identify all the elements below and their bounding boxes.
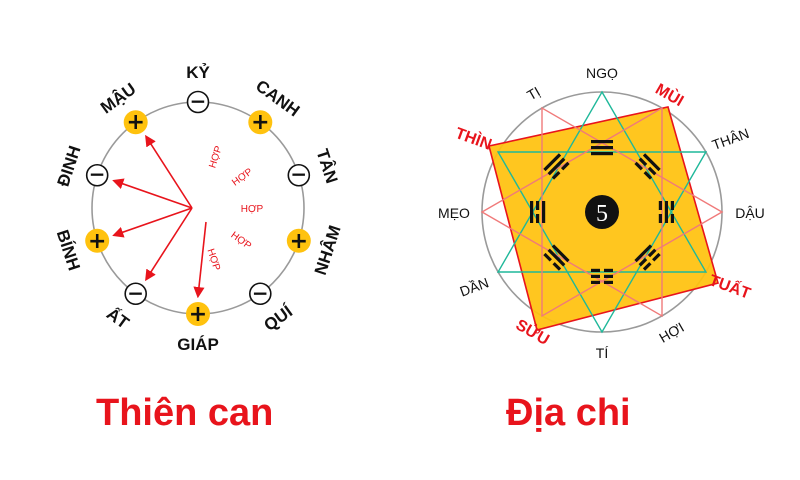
polarity-sign: + xyxy=(251,110,269,135)
stem-8: −ĐINH xyxy=(54,143,109,189)
thien-can-nodes: −KỶ+CANH−TÂN+NHÂM−QUÍ+GIÁP−ẤT+BÍNH−ĐINH+… xyxy=(53,63,345,354)
polarity-sign: + xyxy=(88,229,106,254)
branch-label: THÌN xyxy=(453,123,495,154)
stem-2: −TÂN xyxy=(287,147,341,187)
hop-label: HỢP xyxy=(241,204,264,215)
center-number: 5 xyxy=(596,201,608,227)
minus-badge xyxy=(186,90,210,114)
polarity-sign: − xyxy=(190,89,207,113)
branch-label: DẬU xyxy=(735,205,765,221)
hop-label: HỢP xyxy=(205,247,223,272)
thien-can-hop-labels: HỢP HỢP HỢP HỢP HỢP xyxy=(205,144,264,272)
minus-badge xyxy=(85,163,109,187)
stem-label: GIÁP xyxy=(177,335,219,354)
branch-label: TUẤT xyxy=(707,270,754,303)
arrow-2 xyxy=(112,207,193,238)
trigram-1 xyxy=(634,153,661,180)
thien-can-caption: Thiên can xyxy=(96,392,274,434)
arrow-0 xyxy=(145,134,193,209)
stem-label: QUÍ xyxy=(260,301,297,335)
plus-badge xyxy=(248,110,273,135)
hop-label: HỢP xyxy=(228,230,253,252)
polarity-sign: + xyxy=(189,302,207,327)
stem-6: −ẤT xyxy=(103,281,147,333)
arrow-3 xyxy=(145,207,193,282)
arrow-1 xyxy=(112,178,193,209)
stem-3: +NHÂM xyxy=(286,223,345,277)
triangle-red-2 xyxy=(480,106,663,318)
minus-badge xyxy=(124,282,147,306)
arrow-4 xyxy=(193,221,207,299)
stem-label: ẤT xyxy=(103,304,133,333)
stem-label: TÂN xyxy=(312,147,341,186)
trigram-4 xyxy=(591,268,613,284)
polarity-sign: − xyxy=(252,281,269,305)
stem-5: + GIÁP xyxy=(177,302,219,354)
hop-label: HỢP xyxy=(207,144,225,169)
polarity-sign: + xyxy=(126,110,144,135)
branch-label: DẦN xyxy=(458,274,491,299)
branch-label: TỊ xyxy=(524,83,543,103)
trigram-0 xyxy=(591,140,613,156)
thien-can-ring xyxy=(91,101,305,315)
polarity-sign: + xyxy=(290,229,308,254)
branch-label: THÂN xyxy=(710,125,751,153)
branch-label: HỢI xyxy=(656,319,687,346)
stem-0: − KỶ xyxy=(186,63,210,114)
plus-badge xyxy=(123,110,148,135)
stem-label: KỶ xyxy=(186,63,210,82)
branch-label: TÍ xyxy=(596,345,609,361)
trigram-7 xyxy=(543,153,570,180)
polarity-sign: − xyxy=(290,162,307,186)
trigram-2 xyxy=(658,201,674,223)
trigram-5 xyxy=(543,244,570,271)
triangle-green-1 xyxy=(496,90,708,273)
stem-1: +CANH xyxy=(248,76,303,135)
stem-label: BÍNH xyxy=(53,227,84,272)
thien-can-arrows xyxy=(112,134,207,299)
minus-badge xyxy=(249,282,272,306)
branch-label: MẸO xyxy=(438,205,470,221)
trigram-3 xyxy=(634,244,661,271)
bagua-trigrams xyxy=(530,140,674,284)
plus-badge xyxy=(186,302,210,326)
dia-chi-caption: Địa chi xyxy=(506,392,631,434)
plus-badge xyxy=(85,228,110,253)
minus-badge xyxy=(287,163,311,187)
hop-label: HỢP xyxy=(230,166,255,188)
stem-4: −QUÍ xyxy=(249,281,297,335)
stem-7: +BÍNH xyxy=(53,227,110,273)
stem-label: ĐINH xyxy=(54,143,85,188)
stem-9: +MẬU xyxy=(97,79,148,135)
center-disc xyxy=(585,195,619,229)
polarity-sign: − xyxy=(127,281,144,305)
trigram-6 xyxy=(530,201,546,223)
stem-label: NHÂM xyxy=(311,223,345,277)
plus-badge xyxy=(286,228,311,253)
polarity-sign: − xyxy=(89,162,106,186)
branch-label: NGỌ xyxy=(586,65,618,81)
